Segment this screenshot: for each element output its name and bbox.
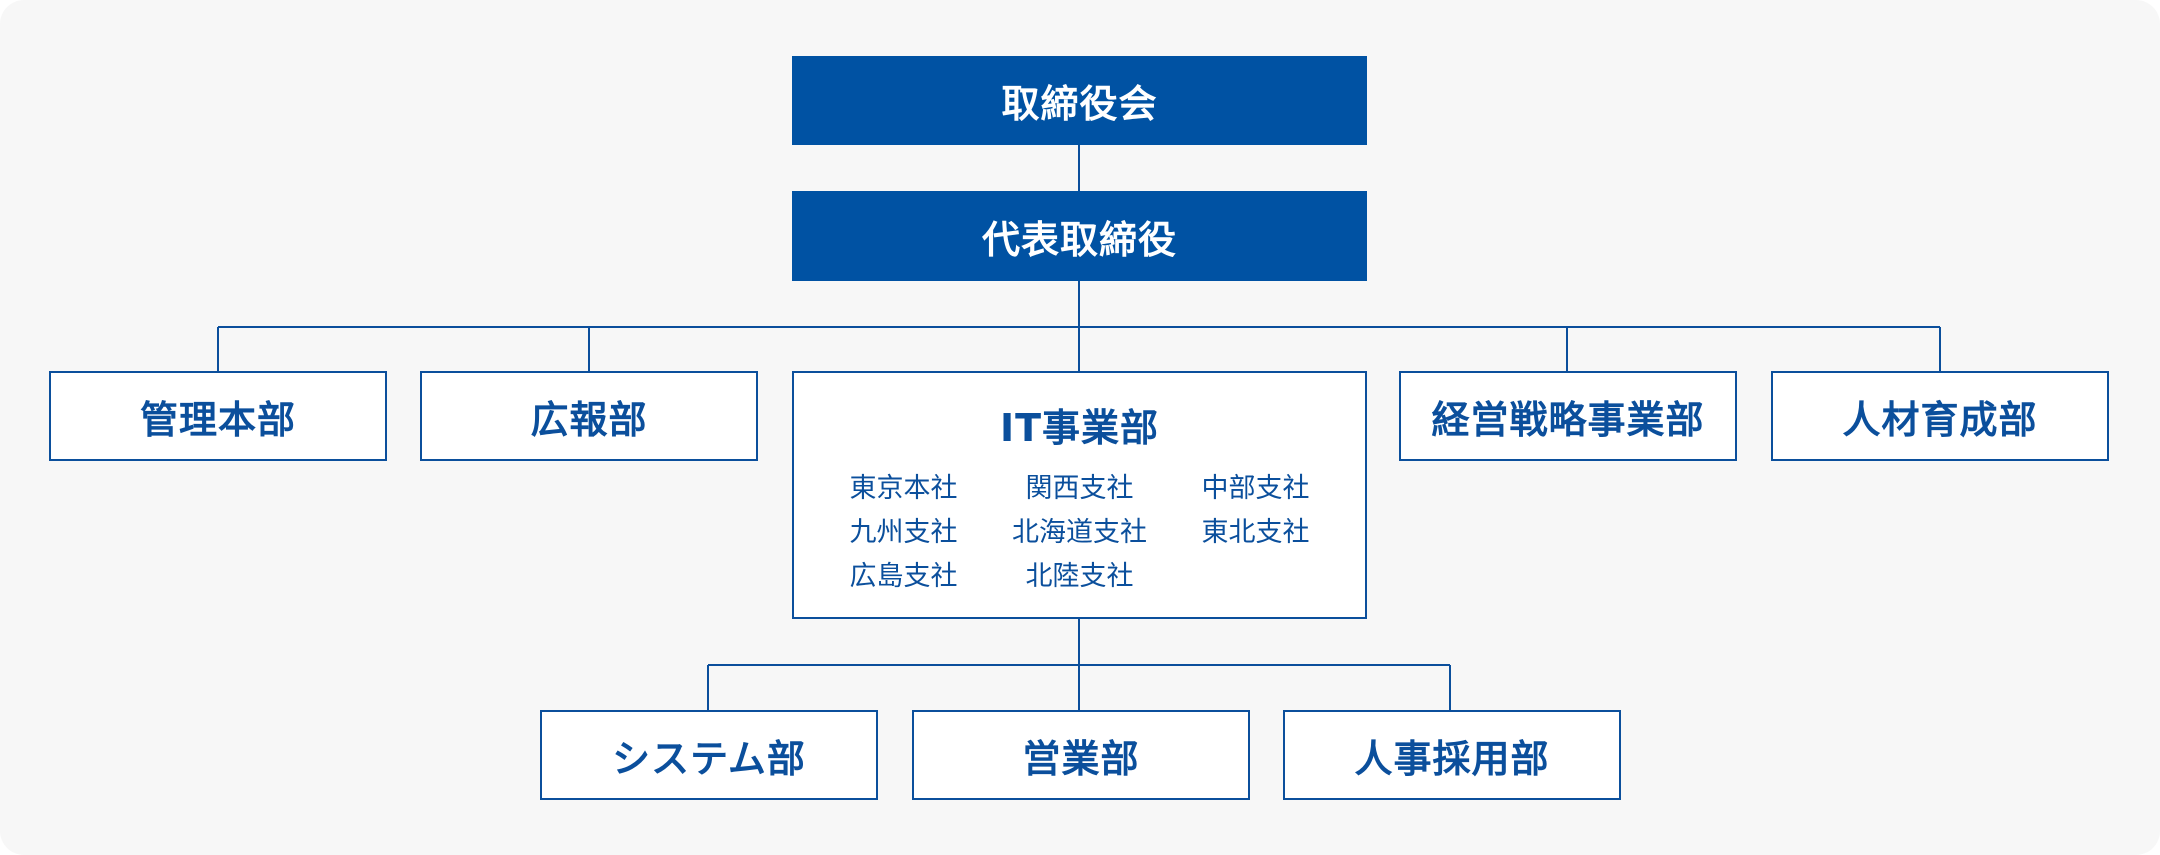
sales-department-box: 営業部 [912,710,1250,800]
admin-division-box: 管理本部 [49,371,387,461]
recruitment-department-box: 人事採用部 [1283,710,1621,800]
admin-division-label: 管理本部 [139,397,296,442]
branch-item: 東北支社 [1201,517,1310,548]
branch-item: 関西支社 [1025,473,1134,504]
branch-item: 北陸支社 [1025,561,1134,592]
strategy-division-label: 経営戦略事業部 [1431,397,1705,442]
branch-item: 広島支社 [849,561,958,592]
pr-division-box: 広報部 [420,371,758,461]
it-division-label: IT事業部 [999,406,1160,450]
it-branch-list: 東京本社 関西支社 中部支社 九州支社 北海道支社 東北支社 広島支社 北陸支社 [816,468,1344,597]
branch-item: 東京本社 [849,473,958,504]
pr-division-label: 広報部 [530,397,648,442]
it-division-box: IT事業部 東京本社 関西支社 中部支社 九州支社 北海道支社 東北支社 広島支… [792,371,1367,619]
branch-item: 九州支社 [849,517,958,548]
hr-development-division-label: 人材育成部 [1842,397,2038,442]
branch-item: 北海道支社 [1012,517,1147,548]
hr-development-division-box: 人材育成部 [1771,371,2109,461]
board-box: 取締役会 [792,56,1367,145]
branch-item: 中部支社 [1201,473,1310,504]
sales-department-label: 営業部 [1022,736,1140,781]
board-label: 取締役会 [1001,82,1158,126]
president-box: 代表取締役 [792,191,1367,281]
recruitment-department-label: 人事採用部 [1354,736,1550,781]
president-label: 代表取締役 [981,217,1177,262]
system-department-label: システム部 [612,736,806,781]
strategy-division-box: 経営戦略事業部 [1399,371,1737,461]
system-department-box: システム部 [540,710,878,800]
